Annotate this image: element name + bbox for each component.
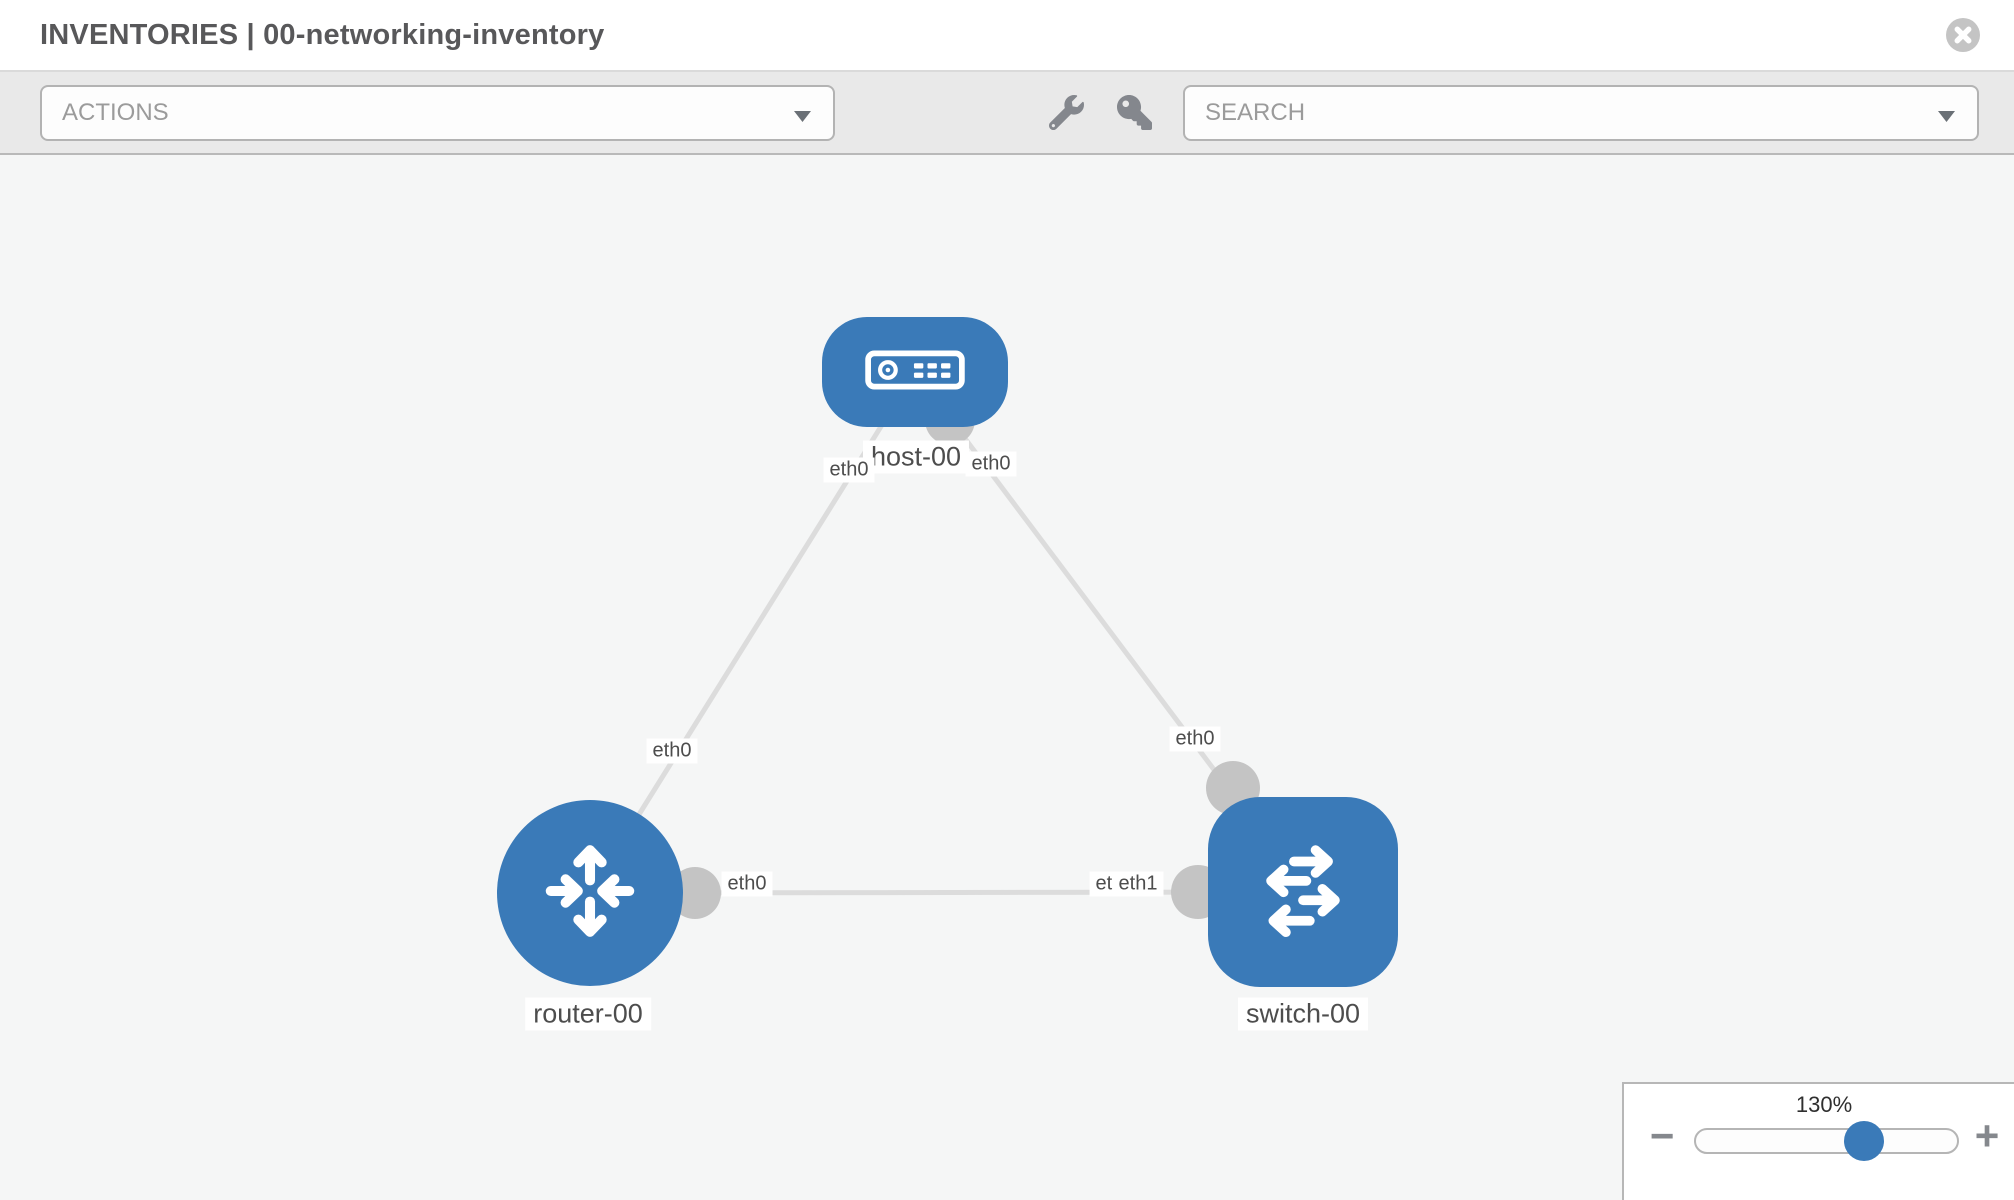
zoom-control-panel: 130% − + [1622,1082,2014,1200]
interface-label-switch-eth0-top: eth0 [1169,726,1221,752]
wrench-icon [1048,95,1084,133]
search-dropdown[interactable]: SEARCH [1183,85,1979,141]
interface-label-switch-eth1: eth1 [1112,871,1164,897]
node-label-router-00: router-00 [525,997,651,1031]
router-icon [537,838,643,949]
interface-label-router-eth0-right: eth0 [721,871,773,897]
node-router-00[interactable] [497,800,683,986]
zoom-in-button[interactable]: + [1965,1110,2009,1162]
zoom-slider-track[interactable] [1694,1128,1959,1154]
header: INVENTORIES | 00-networking-inventory [0,0,2014,72]
close-button[interactable] [1946,18,1980,52]
node-switch-00[interactable] [1208,797,1398,987]
actions-dropdown[interactable]: ACTIONS [40,85,835,141]
host-icon [865,349,965,395]
toolbar: ACTIONS SEARCH [0,72,2014,155]
links-layer [587,370,1304,919]
tools-button[interactable] [1044,92,1088,136]
page-title: INVENTORIES | 00-networking-inventory [40,19,605,51]
zoom-percent: 130% [1795,1092,1853,1117]
interface-label-host-eth0-right: eth0 [965,451,1017,477]
node-label-host-00: host-00 [862,440,970,474]
zoom-slider-thumb[interactable] [1844,1121,1884,1161]
close-icon [1946,18,1980,55]
interface-label-host-eth0-left: eth0 [823,457,875,483]
switch-icon [1246,833,1360,952]
node-label-switch-00: switch-00 [1237,997,1369,1031]
key-button[interactable] [1112,92,1156,136]
interface-label-router-eth0-top: eth0 [646,738,698,764]
actions-dropdown-label: ACTIONS [62,99,169,126]
zoom-out-button[interactable]: − [1640,1110,1684,1162]
chevron-down-icon [1938,109,1955,122]
chevron-down-icon [794,109,811,122]
node-host-00[interactable] [822,317,1008,427]
search-placeholder: SEARCH [1205,99,1306,126]
key-icon [1116,95,1152,133]
topology-canvas[interactable]: host-00 router-00 switch-00 eth0 eth0 et… [0,155,2014,1200]
